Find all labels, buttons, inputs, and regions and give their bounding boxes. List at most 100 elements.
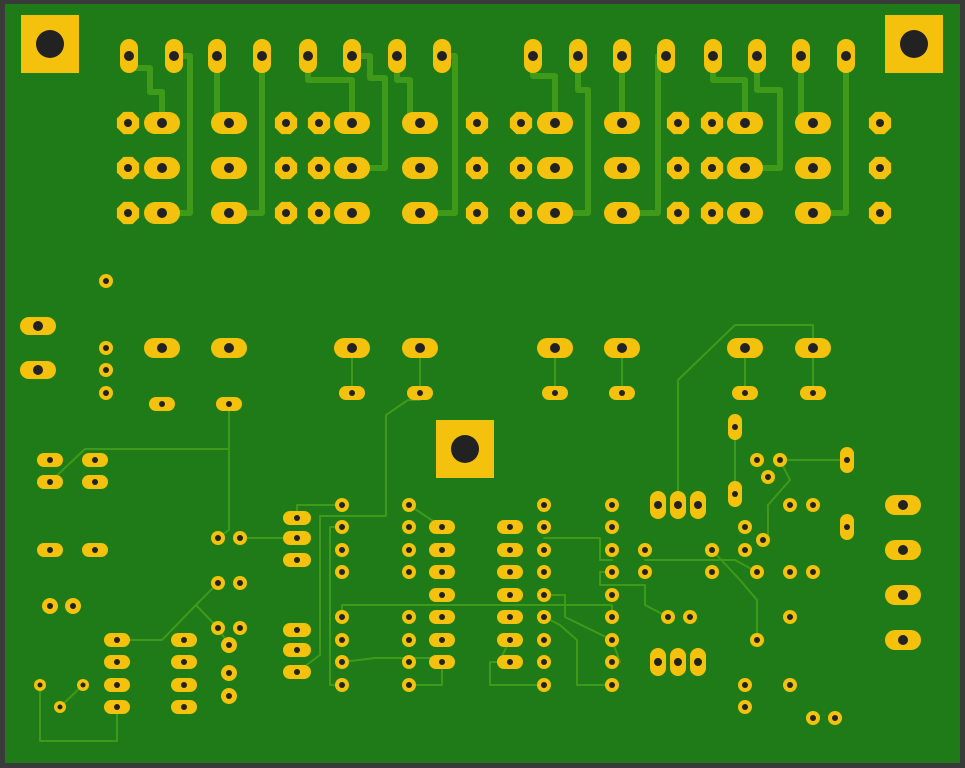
drill-hole [294, 627, 300, 633]
oval-pad [104, 700, 130, 714]
drill-hole [541, 637, 547, 643]
oval-pad [542, 386, 568, 400]
drill-hole [415, 208, 425, 218]
through-hole-pad [761, 470, 775, 484]
drill-hole [787, 569, 793, 575]
drill-hole [282, 209, 290, 217]
drill-hole [157, 343, 167, 353]
oval-pad [211, 157, 247, 179]
drill-hole [224, 208, 234, 218]
through-hole-pad [307, 111, 331, 135]
copper-trace [599, 571, 669, 618]
drill-hole [339, 502, 345, 508]
drill-hole [92, 479, 98, 485]
drill-hole [708, 119, 716, 127]
oval-pad [334, 112, 370, 134]
oval-pad [37, 543, 63, 557]
drill-hole [777, 457, 783, 463]
drill-hole [609, 592, 615, 598]
copper-trace [711, 549, 758, 641]
through-hole-pad [307, 156, 331, 180]
drill-hole [124, 164, 132, 172]
through-hole-pad [605, 498, 619, 512]
header-pin [524, 39, 542, 73]
header-pin [613, 39, 631, 73]
through-hole-pad [700, 156, 724, 180]
drill-hole [159, 401, 165, 407]
drill-hole [315, 209, 323, 217]
through-hole-pad [605, 588, 619, 602]
through-hole-pad [806, 498, 820, 512]
drill-hole [181, 682, 187, 688]
through-hole-pad [211, 576, 225, 590]
through-hole-pad [605, 678, 619, 692]
oval-pad [334, 338, 370, 358]
header-pin [670, 491, 686, 519]
oval-pad [211, 338, 247, 358]
drill-hole [687, 614, 693, 620]
through-hole-pad [738, 678, 752, 692]
oval-pad [604, 202, 640, 224]
drill-hole [541, 547, 547, 553]
through-hole-pad [605, 565, 619, 579]
drill-hole [473, 209, 481, 217]
through-hole-pad [537, 655, 551, 669]
drill-hole [832, 715, 838, 721]
oval-pad [429, 543, 455, 557]
through-hole-pad [750, 565, 764, 579]
through-hole-pad [335, 543, 349, 557]
through-hole-pad [465, 201, 489, 225]
oval-pad [171, 700, 197, 714]
drill-hole [224, 343, 234, 353]
oval-pad [497, 565, 523, 579]
header-pin [748, 39, 766, 73]
through-hole-pad [750, 633, 764, 647]
drill-hole [451, 435, 479, 463]
drill-hole [898, 635, 908, 645]
drill-hole [810, 502, 816, 508]
drill-hole [315, 119, 323, 127]
drill-hole [507, 547, 513, 553]
drill-hole [439, 547, 445, 553]
drill-hole [226, 693, 232, 699]
oval-pad [604, 338, 640, 358]
through-hole-pad [537, 588, 551, 602]
drill-hole [157, 118, 167, 128]
drill-hole [339, 614, 345, 620]
oval-pad [104, 655, 130, 669]
drill-hole [226, 642, 232, 648]
drill-hole [33, 365, 43, 375]
drill-hole [257, 51, 267, 61]
header-pin [704, 39, 722, 73]
copper-trace [543, 537, 613, 561]
drill-hole [674, 164, 682, 172]
drill-hole [226, 401, 232, 407]
drill-hole [619, 390, 625, 396]
oval-pad [283, 643, 311, 657]
through-hole-pad [402, 678, 416, 692]
oval-pad [795, 112, 831, 134]
drill-hole [70, 603, 76, 609]
oval-pad [885, 540, 921, 560]
drill-hole [808, 163, 818, 173]
drill-hole [406, 524, 412, 530]
drill-hole [437, 51, 447, 61]
header-pin [792, 39, 810, 73]
header-pin [208, 39, 226, 73]
drill-hole [609, 502, 615, 508]
drill-hole [282, 119, 290, 127]
through-hole-pad [34, 679, 46, 691]
header-pin [657, 39, 675, 73]
drill-hole [157, 163, 167, 173]
drill-hole [392, 51, 402, 61]
through-hole-pad [605, 610, 619, 624]
drill-hole [740, 343, 750, 353]
through-hole-pad [738, 700, 752, 714]
oval-pad [334, 202, 370, 224]
drill-hole [347, 208, 357, 218]
oval-pad [402, 338, 438, 358]
header-pin [299, 39, 317, 73]
drill-hole [742, 390, 748, 396]
header-pin [690, 648, 706, 676]
header-pin [840, 447, 854, 473]
